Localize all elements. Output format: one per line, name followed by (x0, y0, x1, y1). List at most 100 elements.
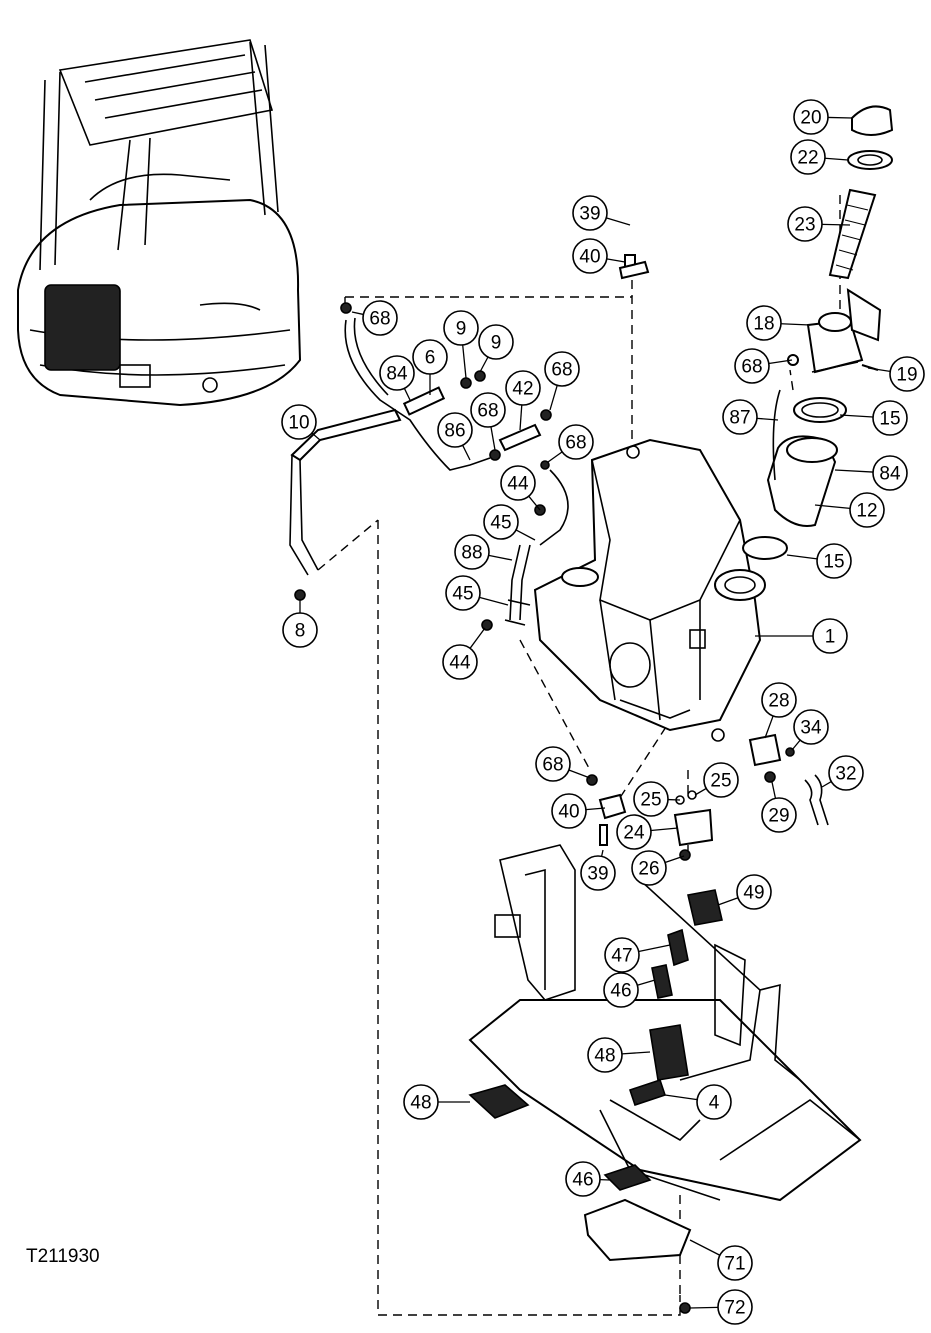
fuel-lines (289, 254, 650, 631)
callout-18: 18 (746, 305, 811, 341)
callout-circle (746, 305, 782, 341)
callout-number: 4 (709, 1093, 720, 1114)
callout-leader-line (786, 554, 818, 560)
callout-circle (551, 793, 587, 829)
callout-number: 68 (477, 401, 498, 422)
callout-number: 68 (369, 309, 390, 330)
callout-44: 44 (500, 465, 541, 511)
callout-circle (889, 356, 925, 392)
callout-84: 84 (379, 355, 415, 401)
callout-number: 44 (449, 653, 471, 674)
callout-leader-line (821, 781, 832, 788)
callout-25: 25 (694, 762, 739, 798)
callout-46: 46 (565, 1161, 611, 1197)
callout-circle (362, 300, 398, 336)
callout-22: 22 (790, 139, 849, 175)
callout-circle (828, 755, 864, 791)
callout-12: 12 (814, 492, 885, 528)
callout-leader-line (689, 1306, 719, 1309)
callout-86: 86 (437, 412, 473, 461)
callout-28: 28 (761, 682, 797, 739)
callout-number: 44 (507, 474, 529, 495)
callout-leader-line (488, 554, 513, 561)
callout-leader-line (528, 495, 541, 511)
callout-number: 87 (729, 408, 750, 429)
callout-29: 29 (761, 781, 797, 833)
callout-number: 19 (896, 365, 917, 386)
callout-number: 46 (610, 981, 631, 1002)
callout-number: 48 (594, 1046, 615, 1067)
callout-number: 68 (542, 755, 563, 776)
callout-leader-line (519, 404, 523, 431)
callout-leader-line (479, 596, 509, 606)
callout-leader-line (638, 944, 671, 953)
callout-leader-line (771, 781, 777, 799)
callout-circle (412, 339, 448, 375)
callout-leader-line (814, 504, 851, 510)
callout-circle (281, 404, 317, 440)
callout-circle (470, 392, 506, 428)
floor-plate-frame (468, 844, 862, 1314)
callout-number: 84 (386, 364, 408, 385)
callout-6: 6 (412, 339, 448, 395)
callout-number: 29 (768, 806, 789, 827)
callout-circle (445, 575, 481, 611)
callout-circle (500, 465, 536, 501)
callout-leader-line (462, 344, 467, 379)
callout-number: 86 (444, 421, 465, 442)
callout-leader-line (824, 157, 849, 161)
callout-number: 8 (295, 621, 306, 642)
callout-number: 39 (579, 204, 600, 225)
callout-leader-line (664, 855, 685, 864)
callout-39: 39 (572, 195, 631, 231)
callout-number: 84 (879, 464, 901, 485)
callout-number: 9 (456, 319, 467, 340)
callout-number: 1 (825, 627, 836, 648)
callout-number: 40 (579, 247, 600, 268)
callout-leader-line (768, 359, 793, 365)
callout-number: 88 (461, 543, 482, 564)
callout-circle (587, 1037, 623, 1073)
callout-circle (849, 492, 885, 528)
machine-overview-illustration (17, 39, 302, 407)
callout-number: 34 (800, 718, 822, 739)
callout-number: 32 (835, 764, 856, 785)
callout-circle (443, 310, 479, 346)
callout-number: 71 (724, 1254, 745, 1275)
callout-leader-line (756, 417, 779, 421)
callout-circle (403, 1084, 439, 1120)
callout-88: 88 (454, 534, 513, 570)
callout-leader-line (821, 223, 851, 226)
callout-circle (442, 644, 478, 680)
callout-leader-line (606, 217, 631, 226)
callout-48: 48 (587, 1037, 651, 1073)
callout-32: 32 (821, 755, 864, 791)
callout-circle (790, 139, 826, 175)
callout-leader-line (637, 979, 656, 986)
callout-leader-line (764, 715, 774, 739)
callout-circle (793, 99, 829, 135)
callout-leader-line (664, 1094, 698, 1101)
callout-circle (703, 762, 739, 798)
callout-26: 26 (631, 850, 685, 886)
callout-circle (812, 618, 848, 654)
callout-45: 45 (445, 575, 509, 611)
callout-42: 42 (505, 370, 541, 431)
callout-circle (722, 399, 758, 435)
callout-number: 22 (797, 148, 818, 169)
callout-number: 68 (551, 360, 572, 381)
callout-number: 49 (743, 883, 764, 904)
callout-circle (816, 543, 852, 579)
callout-circle (633, 781, 669, 817)
callout-circle (505, 370, 541, 406)
callout-68: 68 (535, 746, 591, 782)
callout-circle (717, 1289, 753, 1325)
callout-leader-line (515, 529, 536, 541)
callout-circle (535, 746, 571, 782)
callout-number: 45 (452, 584, 473, 605)
callout-9: 9 (443, 310, 479, 379)
callout-circle (793, 709, 829, 745)
callout-8: 8 (282, 600, 318, 648)
callout-circle (872, 455, 908, 491)
